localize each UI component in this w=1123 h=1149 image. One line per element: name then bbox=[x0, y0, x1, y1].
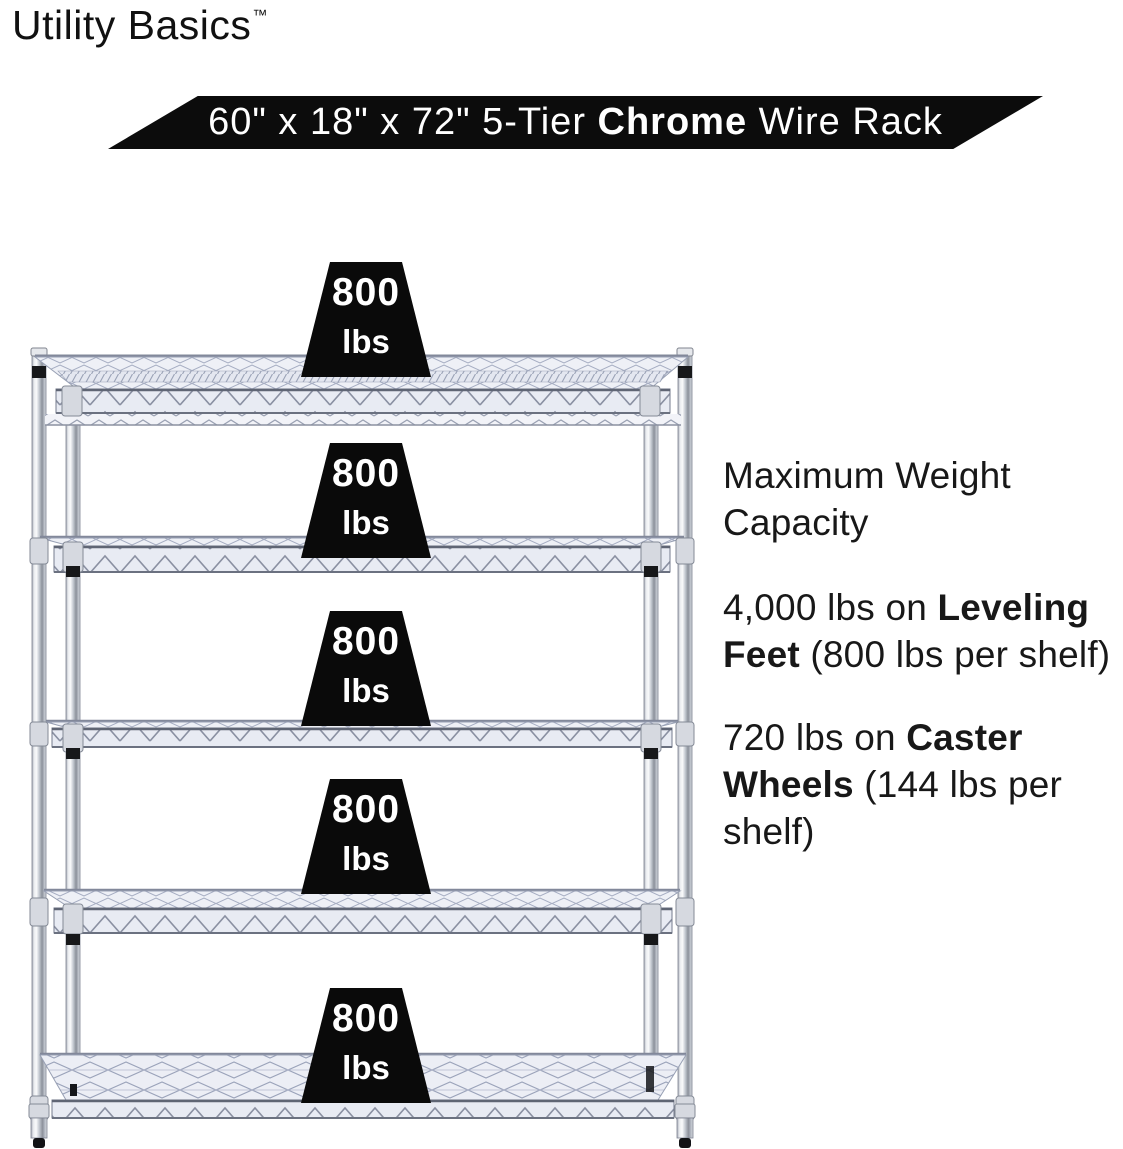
post-collar bbox=[644, 566, 658, 577]
weight-unit: lbs bbox=[342, 672, 390, 709]
leveling-post-text: (800 lbs per shelf) bbox=[799, 634, 1111, 675]
weight-unit: lbs bbox=[342, 504, 390, 541]
post-collar bbox=[644, 934, 658, 945]
shelf-4 bbox=[29, 888, 695, 945]
post-collar bbox=[644, 748, 658, 759]
weight-unit: lbs bbox=[342, 1049, 390, 1086]
weight-unit: lbs bbox=[342, 840, 390, 877]
trademark-symbol: ™ bbox=[252, 7, 268, 25]
capacity-heading: Maximum Weight Capacity bbox=[723, 455, 1011, 543]
post-collar bbox=[66, 748, 80, 759]
weight-value: 800 bbox=[331, 997, 401, 1040]
leveling-feet bbox=[28, 1103, 696, 1148]
leveling-pre-text: 4,000 lbs on bbox=[723, 587, 938, 628]
leveling-feet-spec: 4,000 lbs on Leveling Feet (800 lbs per … bbox=[723, 584, 1123, 678]
caster-wheels-spec: 720 lbs on Caster Wheels (144 lbs per sh… bbox=[723, 714, 1123, 855]
banner-highlight-text: Chrome bbox=[597, 101, 748, 143]
post-collar bbox=[678, 366, 692, 378]
post-collar bbox=[32, 366, 46, 378]
post-collar bbox=[66, 566, 80, 577]
weight-value: 800 bbox=[331, 271, 401, 314]
brand-logo: Utility Basics™ bbox=[12, 2, 267, 49]
weight-unit: lbs bbox=[342, 323, 390, 360]
shelf-clip bbox=[70, 1084, 77, 1096]
right-foot bbox=[674, 1103, 696, 1148]
shelf-clip bbox=[646, 1066, 654, 1092]
leveling-bold-text: Leveling Feet bbox=[723, 587, 1090, 675]
left-foot bbox=[28, 1103, 50, 1148]
caster-bold-text: Caster Wheels bbox=[723, 717, 1023, 805]
post-collar bbox=[66, 934, 80, 945]
caster-pre-text: 720 lbs on bbox=[723, 717, 907, 758]
banner-size-text: 60" x 18" x 72" 5-Tier bbox=[208, 101, 598, 143]
weight-value: 800 bbox=[331, 620, 401, 663]
weight-value: 800 bbox=[331, 788, 401, 831]
title-banner: 60" x 18" x 72" 5-Tier Chrome Wire Rack bbox=[108, 96, 1043, 149]
brand-name: Utility Basics bbox=[12, 2, 252, 48]
caster-post-text: (144 lbs per shelf) bbox=[723, 764, 1063, 852]
weight-value: 800 bbox=[331, 452, 401, 495]
shelf-3 bbox=[29, 719, 695, 759]
weight-capacity-panel: Maximum Weight Capacity 4,000 lbs on Lev… bbox=[723, 452, 1123, 891]
banner-suffix-text: Wire Rack bbox=[747, 101, 943, 143]
